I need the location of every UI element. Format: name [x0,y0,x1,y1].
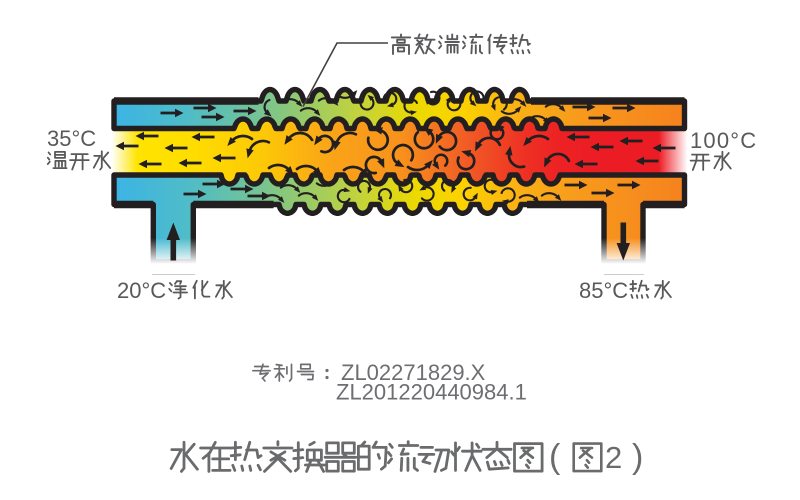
svg-text:): ) [632,438,643,476]
svg-text:100°C: 100°C [690,128,757,153]
svg-text:85°C: 85°C [579,278,628,303]
svg-text:35°C: 35°C [47,126,96,151]
svg-text:ZL02271829.X: ZL02271829.X [341,360,486,385]
svg-text:2: 2 [605,440,622,475]
svg-text:(: ( [549,438,561,476]
svg-text:ZL201220440984.1: ZL201220440984.1 [336,380,527,405]
svg-text:20°C: 20°C [117,278,166,303]
